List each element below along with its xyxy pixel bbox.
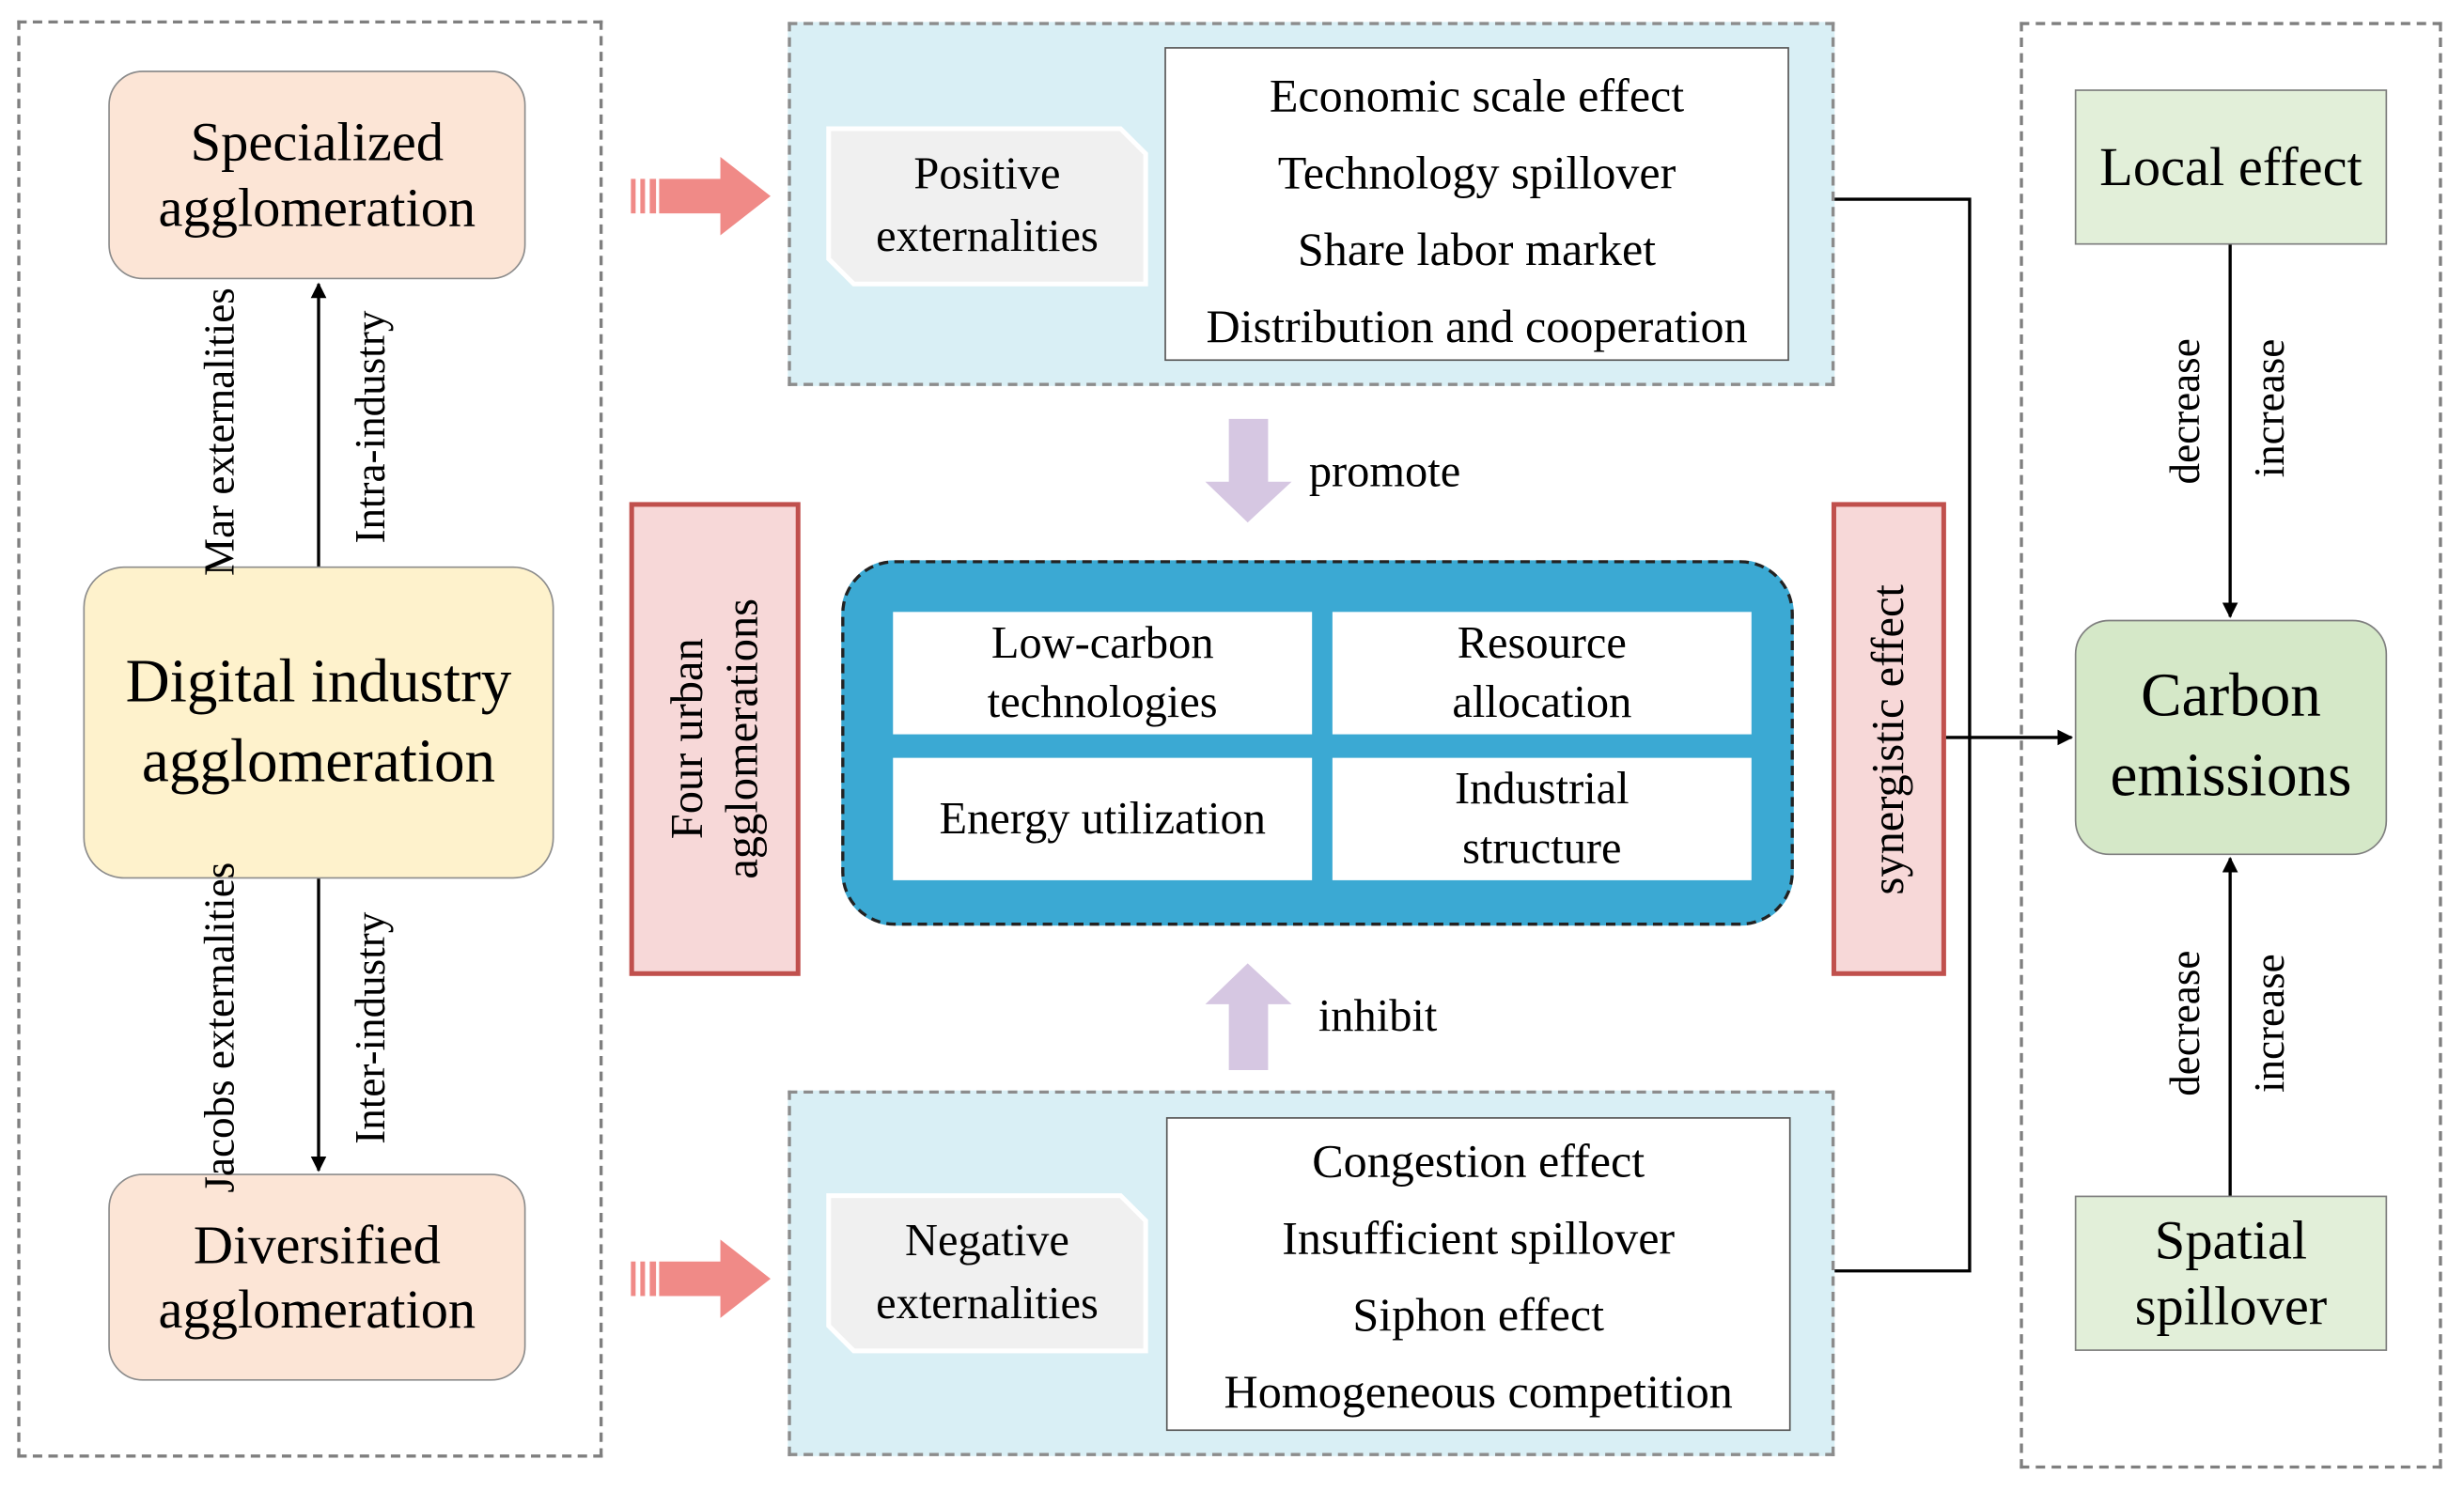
positive-externalities-label: Positive externalities [876, 149, 1099, 262]
core-cell-industrial-structure-text: Industrial structure [1455, 763, 1630, 875]
carbon-emissions-text: Carbon emissions [2110, 662, 2352, 810]
core-cell-energy-utilization-text: Energy utilization [939, 793, 1266, 845]
positive-item-1: Economic scale effect [1269, 70, 1685, 123]
positive-externalities-label-wrap: Positive externalities [829, 129, 1146, 284]
negative-item-2: Insufficient spillover [1282, 1212, 1676, 1266]
inhibit-label: inhibit [1318, 991, 1438, 1042]
promote-label: promote [1308, 446, 1461, 498]
spatial-spillover-box: Spatial spillover [2074, 1195, 2388, 1351]
specialized-agglomeration-text: Specialized agglomeration [158, 111, 476, 239]
left-panel [17, 20, 603, 1458]
diversified-agglomeration-box: Diversified agglomeration [108, 1173, 526, 1381]
synergistic-effect-box: synergistic effect [1831, 502, 1946, 976]
local-effect-text: Local effect [2099, 136, 2363, 198]
pink-arrow-bottom [631, 1239, 771, 1318]
inhibit-arrow [1205, 963, 1292, 1070]
right-panel [2020, 22, 2442, 1469]
positive-items-box: Economic scale effect Technology spillov… [1164, 47, 1789, 362]
positive-item-3: Share labor market [1297, 224, 1657, 276]
pink-arrow-top [631, 157, 771, 236]
spatial-spillover-text: Spatial spillover [2134, 1209, 2328, 1337]
negative-items-box: Congestion effect Insufficient spillover… [1165, 1117, 1791, 1432]
local-effect-box: Local effect [2074, 89, 2388, 245]
core-cell-industrial-structure: Industrial structure [1332, 757, 1752, 880]
core-cell-low-carbon-text: Low-carbon technologies [987, 617, 1218, 728]
negative-item-3: Siphon effect [1352, 1289, 1605, 1342]
negative-externalities-label-wrap: Negative externalities [829, 1196, 1146, 1351]
core-cell-resource-allocation-text: Resource allocation [1452, 617, 1632, 728]
positive-connector [1834, 197, 1972, 1273]
carbon-emissions-box: Carbon emissions [2074, 619, 2388, 856]
diversified-agglomeration-text: Diversified agglomeration [158, 1214, 476, 1341]
core-cell-energy-utilization: Energy utilization [893, 757, 1313, 880]
core-cell-low-carbon: Low-carbon technologies [893, 612, 1313, 735]
core-cell-resource-allocation: Resource allocation [1332, 612, 1752, 735]
promote-arrow [1205, 418, 1292, 523]
positive-item-4: Distribution and cooperation [1206, 301, 1748, 353]
positive-item-2: Technology spillover [1277, 147, 1676, 200]
negative-item-4: Homogeneous competition [1224, 1366, 1733, 1419]
digital-industry-agglomeration-text: Digital industry agglomeration [125, 647, 512, 795]
negative-externalities-tag [826, 1193, 1148, 1354]
negative-item-1: Congestion effect [1312, 1136, 1645, 1188]
positive-externalities-tag [826, 126, 1148, 287]
specialized-agglomeration-box: Specialized agglomeration [108, 70, 526, 280]
four-urban-agglomerations-box: Four urban agglomerations [629, 502, 801, 976]
negative-externalities-label: Negative externalities [876, 1216, 1099, 1328]
digital-industry-agglomeration-box: Digital industry agglomeration [83, 566, 554, 879]
